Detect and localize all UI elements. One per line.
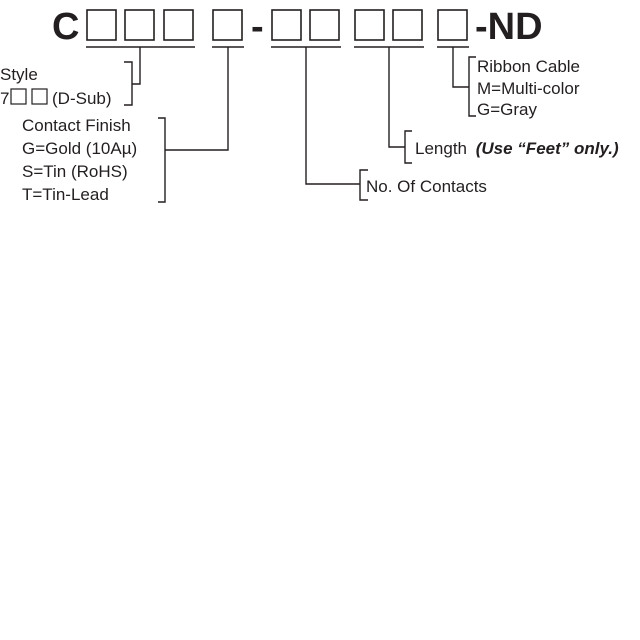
part-dash: -	[251, 6, 264, 48]
ribbon-code-box	[437, 9, 468, 41]
code-box	[392, 9, 423, 41]
length-title: Length (Use “Feet” only.)	[415, 139, 619, 158]
style-code-boxes	[86, 9, 194, 41]
finish-option-tin: S=Tin (RoHS)	[22, 162, 128, 181]
length-note: (Use “Feet” only.)	[476, 139, 619, 158]
style-option: (D-Sub)	[52, 89, 112, 108]
part-prefix: C	[52, 6, 79, 48]
finish-option-gold: G=Gold (10Aµ)	[22, 139, 137, 158]
style-code-box	[31, 88, 48, 105]
length-code-boxes	[354, 9, 423, 41]
finish-connector	[158, 47, 229, 203]
finish-code-box	[212, 9, 243, 41]
style-title: Style	[0, 65, 38, 84]
style-connector	[124, 47, 141, 106]
ribbon-connector	[452, 47, 476, 117]
part-suffix: -ND	[475, 6, 543, 48]
contacts-title: No. Of Contacts	[366, 177, 487, 196]
code-box	[163, 9, 194, 41]
ribbon-option-gray: G=Gray	[477, 100, 537, 119]
ribbon-title: Ribbon Cable	[477, 57, 580, 76]
contacts-code-boxes	[271, 9, 340, 41]
code-box	[271, 9, 302, 41]
style-code-box	[10, 88, 27, 105]
contacts-connector	[305, 47, 368, 201]
code-box	[354, 9, 385, 41]
code-box	[309, 9, 340, 41]
code-box	[86, 9, 117, 41]
style-prefix: 7	[0, 89, 9, 108]
finish-option-tin-lead: T=Tin-Lead	[22, 185, 109, 204]
length-connector	[388, 47, 412, 164]
finish-title: Contact Finish	[22, 116, 131, 135]
code-box	[124, 9, 155, 41]
ribbon-option-multicolor: M=Multi-color	[477, 79, 580, 98]
